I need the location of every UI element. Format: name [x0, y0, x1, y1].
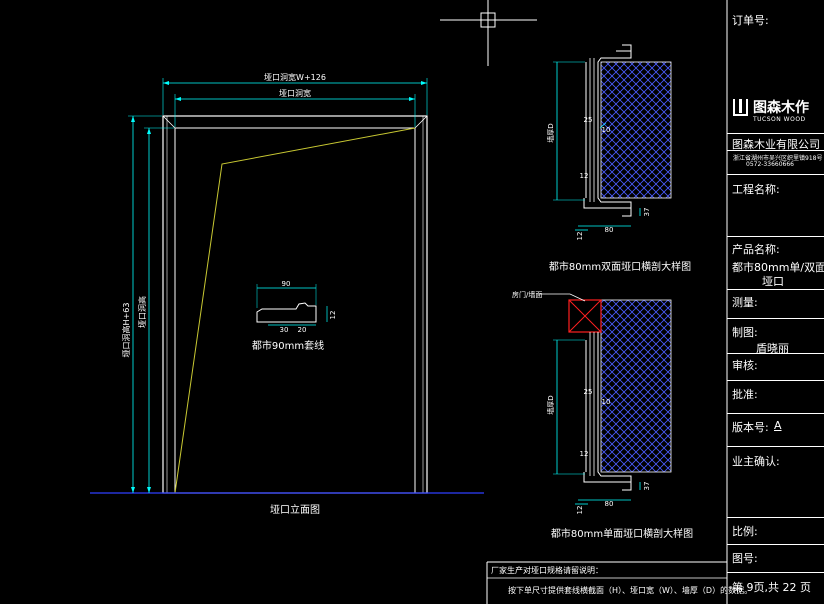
section-double-wall: 墙厚D — [546, 123, 555, 142]
review-label: 审核: — [732, 359, 758, 372]
section-single: 房门/墙面 墙厚D 25 10 12 80 37 12 都市80mm单面垭口横剖… — [512, 290, 693, 540]
profile-dim-width: 90 — [282, 280, 291, 288]
product-value-line2: 垭口 — [762, 275, 784, 288]
outer-height-label: 垭口洞高H+63 — [121, 303, 131, 358]
svg-text:37: 37 — [643, 208, 651, 217]
section-single-wall: 墙厚D — [546, 395, 555, 414]
product-label: 产品名称: — [732, 243, 780, 256]
profile-dim-a: 30 — [280, 326, 289, 334]
drafter-value: 盾晓丽 — [756, 342, 789, 355]
svg-text:12: 12 — [580, 450, 589, 458]
page-info: 第 9页,共 22 页 — [732, 581, 811, 594]
company-logo: 图森木作 TUCSON WOOD — [733, 97, 819, 129]
section-single-title: 都市80mm单面垭口横剖大样图 — [551, 527, 693, 540]
drafter-label: 制图: — [732, 326, 758, 339]
door-leaf-label: 房门/墙面 — [512, 290, 542, 299]
approve-label: 批准: — [732, 388, 758, 401]
measure-label: 测量: — [732, 296, 758, 309]
elevation-view: 垭口洞宽W+126 垭口洞宽 垭口洞高H+63 垭口洞高 垭口立面图 — [90, 72, 484, 516]
inner-width-label: 垭口洞宽 — [279, 88, 311, 98]
svg-text:10: 10 — [602, 126, 611, 134]
section-double-title: 都市80mm双面垭口横剖大样图 — [549, 260, 691, 273]
logo-text: 图森木作 — [753, 100, 809, 116]
product-value-line1: 都市80mm单/双面 — [732, 261, 824, 274]
notes-title: 厂家生产对垭口规格请留说明： — [491, 565, 603, 575]
owner-confirm-label: 业主确认: — [732, 455, 780, 468]
company-address: 浙江省湖州市吴兴区织里镇918号 — [733, 155, 823, 162]
profile-dim-thickness: 12 — [329, 311, 337, 320]
section-double: 墙厚D 25 10 12 80 37 12 都市80mm双面垭口横剖大样图 — [546, 44, 691, 273]
crosshair-cursor-icon — [440, 0, 537, 66]
casing-profile: 90 30 20 12 都市90mm套线 — [252, 280, 337, 352]
svg-text:12: 12 — [576, 506, 584, 515]
scale-label: 比例: — [732, 525, 758, 538]
version-value: A — [774, 419, 782, 432]
inner-height-label: 垭口洞高 — [137, 296, 147, 328]
elevation-title: 垭口立面图 — [270, 503, 320, 516]
company-name: 图森木业有限公司 — [732, 138, 820, 151]
profile-dim-b: 20 — [298, 326, 307, 334]
svg-text:37: 37 — [643, 482, 651, 491]
svg-text:10: 10 — [602, 398, 611, 406]
svg-text:80: 80 — [605, 500, 614, 508]
svg-text:25: 25 — [584, 388, 593, 396]
svg-text:80: 80 — [605, 226, 614, 234]
svg-text:12: 12 — [580, 172, 589, 180]
svg-text:12: 12 — [576, 232, 584, 241]
outer-width-label: 垭口洞宽W+126 — [264, 72, 326, 82]
door-marker — [568, 299, 602, 333]
order-no-label: 订单号: — [732, 14, 769, 27]
drawing-no-label: 图号: — [732, 552, 758, 565]
notes-body: 按下单尺寸提供套线横截面（H）、垭口宽（W）、墙厚（D）的数据。 — [508, 585, 752, 595]
version-label: 版本号: — [732, 421, 769, 434]
logo-icon — [733, 99, 748, 116]
logo-subtext: TUCSON WOOD — [753, 116, 806, 123]
svg-text:25: 25 — [584, 116, 593, 124]
company-phone: 0572-33660666 — [746, 161, 794, 168]
profile-title: 都市90mm套线 — [252, 339, 324, 352]
project-label: 工程名称: — [732, 183, 780, 196]
